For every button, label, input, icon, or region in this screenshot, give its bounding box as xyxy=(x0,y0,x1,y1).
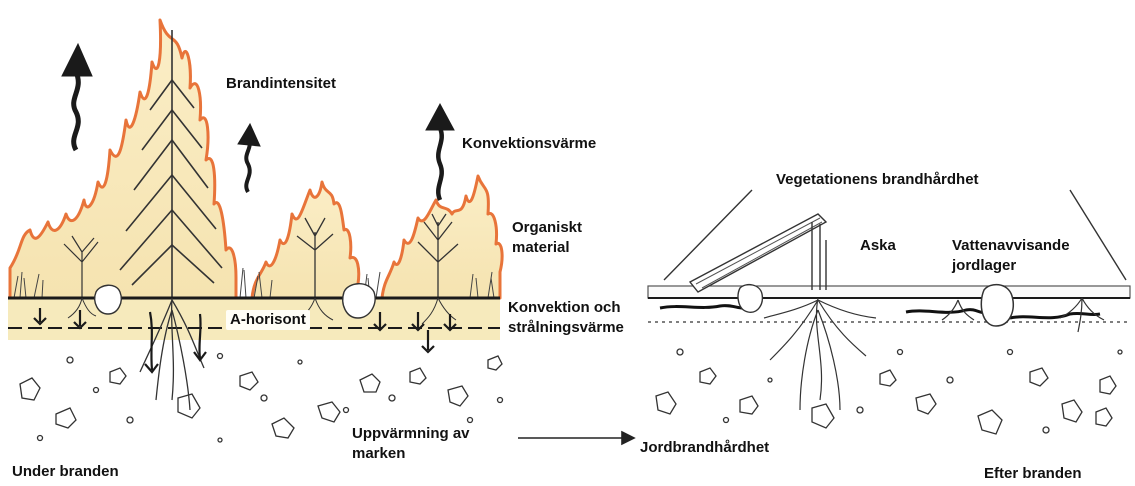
label-fire-intensity: Brandintensitet xyxy=(226,74,336,94)
label-ash: Aska xyxy=(860,236,896,256)
label-during-fire: Under branden xyxy=(12,462,119,482)
label-convection-radiation-line1: Konvektion och xyxy=(508,298,624,318)
label-after-fire: Efter branden xyxy=(984,464,1082,484)
label-organic-material-line2: material xyxy=(512,238,582,258)
label-water-repellent-line1: Vattenavvisande xyxy=(952,236,1070,256)
ash-layer xyxy=(648,286,1130,298)
label-soil-heating-line2: marken xyxy=(352,444,470,464)
label-water-repellent: Vattenavvisande jordlager xyxy=(952,236,1070,276)
label-soil-burn-severity: Jordbrandhårdhet xyxy=(640,438,769,458)
standing-snag xyxy=(812,222,826,290)
label-vegetation-burn-severity: Vegetationens brandhårdhet xyxy=(776,170,979,190)
rock-after xyxy=(981,285,1013,326)
medium-flame xyxy=(252,182,359,298)
label-convection-radiation: Konvektion och strålningsvärme xyxy=(508,298,624,338)
label-a-horizon: A-horisont xyxy=(226,310,310,330)
water-repellent-layer xyxy=(660,306,1100,318)
label-convection-radiation-line2: strålningsvärme xyxy=(508,318,624,338)
label-soil-heating: Uppvärmning av marken xyxy=(352,424,470,464)
rock-left xyxy=(95,285,122,314)
soil-rocks-right xyxy=(656,349,1122,434)
right-flame xyxy=(382,176,502,298)
label-organic-material-line1: Organiskt xyxy=(512,218,582,238)
after-fire-scene xyxy=(648,190,1130,434)
process-arrow xyxy=(518,432,634,444)
rock-middle xyxy=(343,284,375,318)
label-organic-material: Organiskt material xyxy=(512,218,582,258)
label-soil-heating-line1: Uppvärmning av xyxy=(352,424,470,444)
after-roots xyxy=(764,298,1104,410)
large-flame xyxy=(10,20,236,298)
label-convection-heat: Konvektionsvärme xyxy=(462,134,596,154)
label-water-repellent-line2: jordlager xyxy=(952,256,1070,276)
